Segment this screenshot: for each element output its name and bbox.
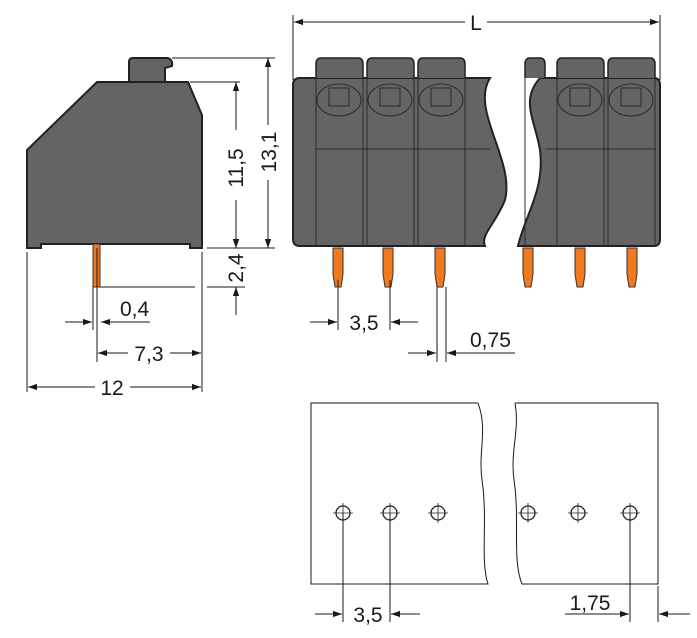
dim-0-4: 0,4: [120, 298, 150, 321]
terminal-pin: [574, 247, 586, 288]
clamping-hole: [316, 83, 362, 117]
dim-12: 12: [100, 377, 123, 400]
terminal-pin: [626, 247, 638, 288]
clamping-square: [569, 87, 591, 107]
pole-actuator: [315, 57, 364, 78]
terminal-pin: [382, 247, 394, 288]
pole-actuator: [607, 57, 656, 78]
bottom-view: 3,5 1,75: [310, 402, 690, 627]
dim-13-1: 13,1: [258, 132, 281, 173]
front-housing-left: [292, 77, 508, 247]
pole-actuator: [524, 57, 546, 78]
front-view: [292, 57, 661, 288]
front-dimensions: L 3,5 0,75: [292, 12, 661, 362]
pole-actuator: [366, 57, 415, 78]
dim-3-5-front: 3,5: [349, 312, 378, 335]
clamping-hole: [608, 83, 654, 117]
side-housing: [26, 81, 203, 249]
pole-actuator: [417, 57, 466, 78]
side-latch: [128, 57, 174, 83]
clamping-square: [328, 87, 350, 107]
dim-L: L: [470, 12, 482, 35]
terminal-pin: [522, 247, 534, 288]
bottom-outline-right: [512, 402, 659, 585]
dim-3-5-bottom: 3,5: [353, 604, 382, 627]
clamping-square: [620, 87, 642, 107]
dim-7-3: 7,3: [134, 343, 163, 366]
dim-2-4: 2,4: [225, 253, 248, 283]
dim-11-5: 11,5: [225, 148, 248, 187]
terminal-pin: [434, 247, 446, 288]
clamping-square: [379, 87, 401, 107]
pole-actuator: [556, 57, 605, 78]
side-view: 11,5 13,1 2,4 0,4 7,3 12: [26, 57, 281, 400]
clamping-hole: [367, 83, 413, 117]
bottom-outline-left: [310, 402, 489, 585]
terminal-pin: [332, 247, 344, 288]
clamping-hole: [418, 83, 464, 117]
clamping-hole: [557, 83, 603, 117]
dim-1-75: 1,75: [570, 592, 611, 615]
front-housing-right: [516, 77, 661, 247]
dim-0-75: 0,75: [470, 329, 511, 352]
clamping-square: [430, 87, 452, 107]
